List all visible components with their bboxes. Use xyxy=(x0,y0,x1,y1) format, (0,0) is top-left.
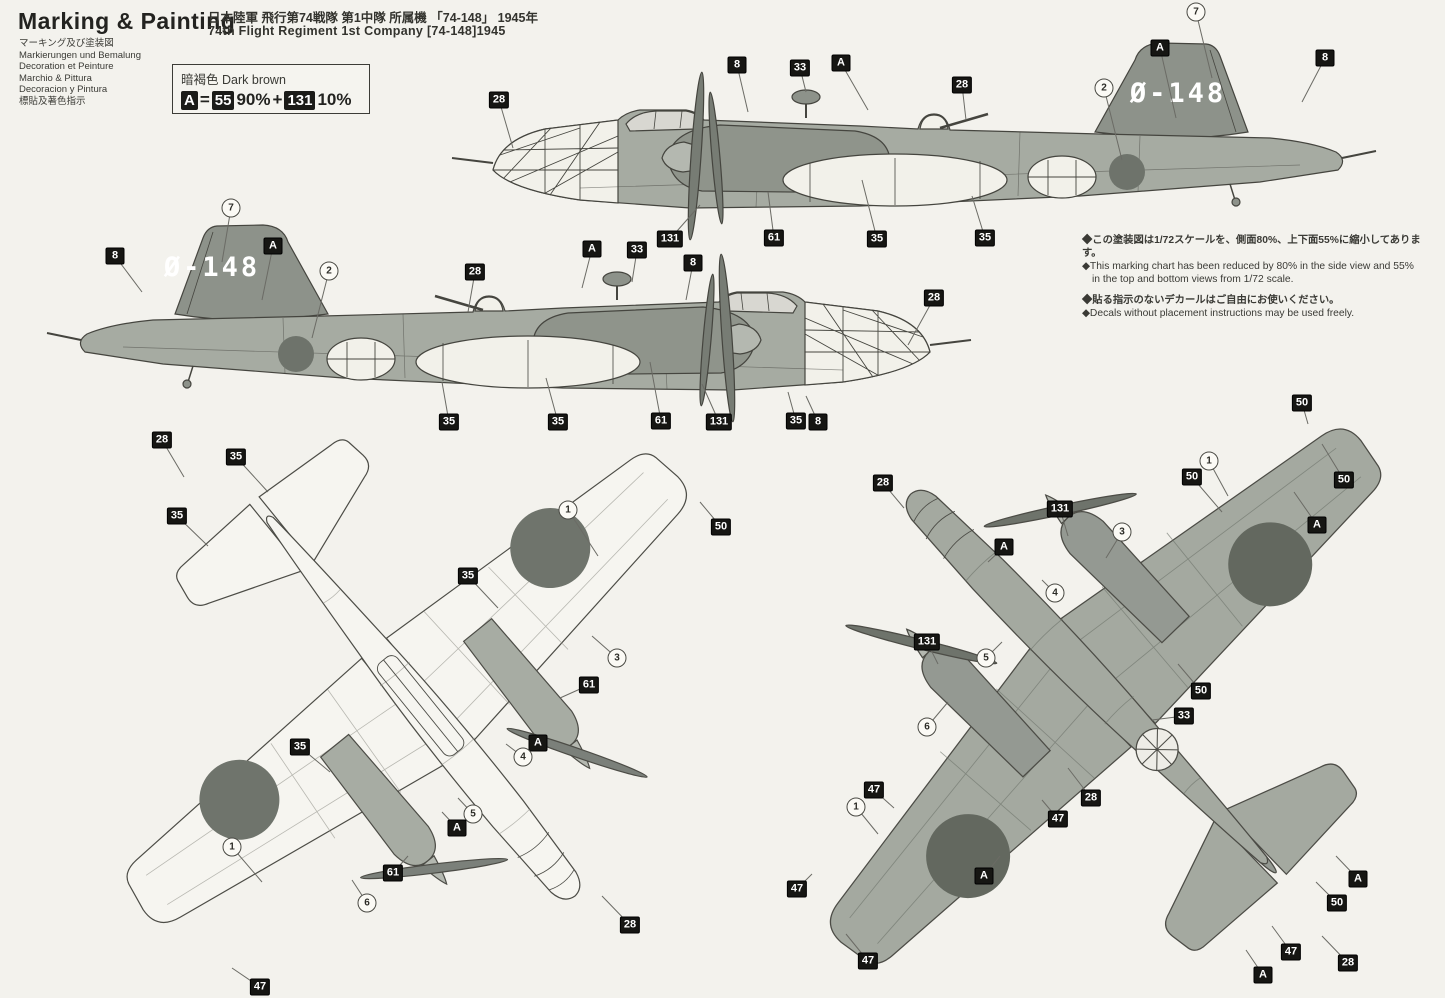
subtitle-de: Markierungen und Bemalung xyxy=(19,49,141,61)
paint-color-en: Dark brown xyxy=(222,73,286,87)
page-title: Marking & Painting xyxy=(18,8,236,34)
tail-code-marking: Ø-148 xyxy=(1129,78,1226,109)
plus-sign: + xyxy=(272,90,283,109)
note-scale-en-1: ◆This marking chart has been reduced by … xyxy=(1082,261,1414,272)
paint-color-name: 暗褐色 Dark brown xyxy=(181,69,361,88)
equals-sign: = xyxy=(199,90,210,109)
title-translations: マーキング及び塗装図 Markierungen und Bemalung Dec… xyxy=(19,38,141,107)
paint-color-jp: 暗褐色 xyxy=(181,73,219,87)
subtitle-fr: Decoration et Peinture xyxy=(19,61,114,72)
paint-code-badge: A xyxy=(181,90,198,110)
subtitle-it: Marchio & Pittura xyxy=(19,72,92,84)
tail-code-marking: Ø-148 xyxy=(163,252,260,283)
paint2-badge: 131 xyxy=(284,90,316,110)
paint1-badge: 55 xyxy=(211,90,235,110)
note-decals-en: ◆Decals without placement instructions m… xyxy=(1082,308,1355,319)
bottom-view-illustration xyxy=(0,283,843,998)
aircraft-title-jp: 日本陸軍 飛行第74戦隊 第1中隊 所属機 「74-148」 1945年 xyxy=(208,11,538,25)
paint1-percent: 90% xyxy=(236,90,271,109)
paint-legend-box: 暗褐色 Dark brown A = 55 90% + 131 10% xyxy=(172,64,370,114)
note-decals-jp: ◆貼る指示のないデカールはご自由にお使いください。 xyxy=(1082,295,1340,306)
subtitle-zh: 標貼及著色指示 xyxy=(19,95,86,107)
notes-block: ◆この塗装図は1/72スケールを、側面80%、上下面55%に縮小してあります。 … xyxy=(1082,234,1434,320)
subtitle-jp: マーキング及び塗装図 xyxy=(19,38,114,49)
side-view-lower-illustration: Ø-148 xyxy=(55,198,995,438)
paint2-percent: 10% xyxy=(317,90,352,109)
callout-7: 7 xyxy=(1186,2,1206,22)
note-scale-en-2: in the top and bottom views from 1/72 sc… xyxy=(1092,274,1294,285)
top-view-illustration xyxy=(650,242,1445,998)
paint-formula: A = 55 90% + 131 10% xyxy=(181,90,361,110)
aircraft-title-en: 74th Flight Regiment 1st Company [74-148… xyxy=(208,24,506,38)
note-scale-jp: ◆この塗装図は1/72スケールを、側面80%、上下面55%に縮小してあります。 xyxy=(1082,235,1421,259)
subtitle-es: Decoracion y Pintura xyxy=(19,84,108,95)
